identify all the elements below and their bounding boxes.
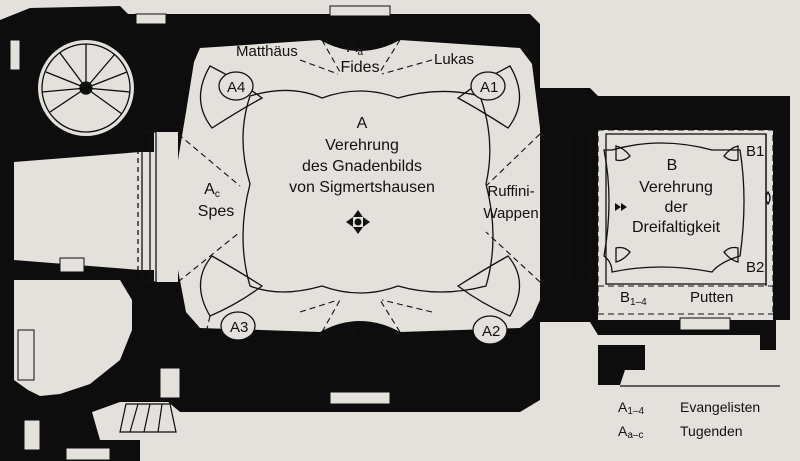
label-a4: A4 [227, 79, 245, 96]
label-a1: A1 [480, 79, 498, 96]
medallion-a1 [470, 71, 506, 101]
label-a-line2: des Gnadenbilds [302, 158, 422, 175]
label-b-line2: der [664, 199, 688, 216]
label-b-line3: Dreifaltigkeit [632, 219, 721, 236]
label-a3: A3 [230, 319, 248, 336]
legend: A1–4 Evangelisten Aa–c Tugenden [618, 385, 780, 441]
chevron-marker-icon [615, 203, 627, 211]
medallion-a2 [472, 315, 508, 345]
label-caritas: Caritas [337, 349, 388, 366]
label-markus: Markus [232, 349, 281, 366]
label-ruffini-1: Ruffini- [487, 183, 534, 200]
label-b14: B1–4 [620, 289, 647, 308]
label-b: B [667, 157, 678, 174]
evangelist-medallions [218, 71, 508, 345]
label-matthaeus: Matthäus [236, 43, 298, 60]
label-a-line1: Verehrung [325, 137, 399, 154]
legend-text-1: Evangelisten [680, 399, 760, 415]
wall-openings [9, 5, 731, 461]
label-b-line1: Verehrung [639, 179, 713, 196]
label-aa: Aa [347, 39, 364, 58]
vault-outlines [137, 65, 767, 317]
spiral-staircase-icon [41, 43, 131, 133]
label-lukas: Lukas [434, 51, 474, 68]
label-putten: Putten [690, 289, 733, 306]
label-ac: Ac [204, 181, 220, 200]
label-b4: B4 [576, 143, 594, 160]
label-b2: B2 [746, 259, 764, 276]
label-fides: Fides [340, 59, 379, 76]
legend-code-2: Aa–c [618, 423, 643, 441]
room-labels: Aa Fides Matthäus Lukas A4 A1 A3 A2 A Ve… [198, 39, 765, 366]
legend-text-2: Tugenden [680, 423, 743, 439]
medallion-a3 [220, 311, 256, 341]
label-johannes: Johannes [424, 349, 489, 366]
label-b1: B1 [746, 143, 764, 160]
label-a2: A2 [482, 323, 500, 340]
label-b3: B3 [576, 259, 594, 276]
label-ruffini-2: Wappen [483, 205, 538, 222]
label-a-line3: von Sigmertshausen [289, 179, 435, 196]
lower-room-outline [119, 403, 177, 433]
legend-code-1: A1–4 [618, 399, 644, 417]
label-ab: Ab [348, 327, 365, 346]
dashed-groin-lines [159, 39, 774, 401]
label-spes: Spes [198, 203, 234, 220]
label-a: A [357, 115, 368, 132]
altar-symbol-icon [346, 210, 370, 234]
choir-corner-ornaments [615, 145, 771, 263]
medallion-a4 [218, 71, 254, 101]
